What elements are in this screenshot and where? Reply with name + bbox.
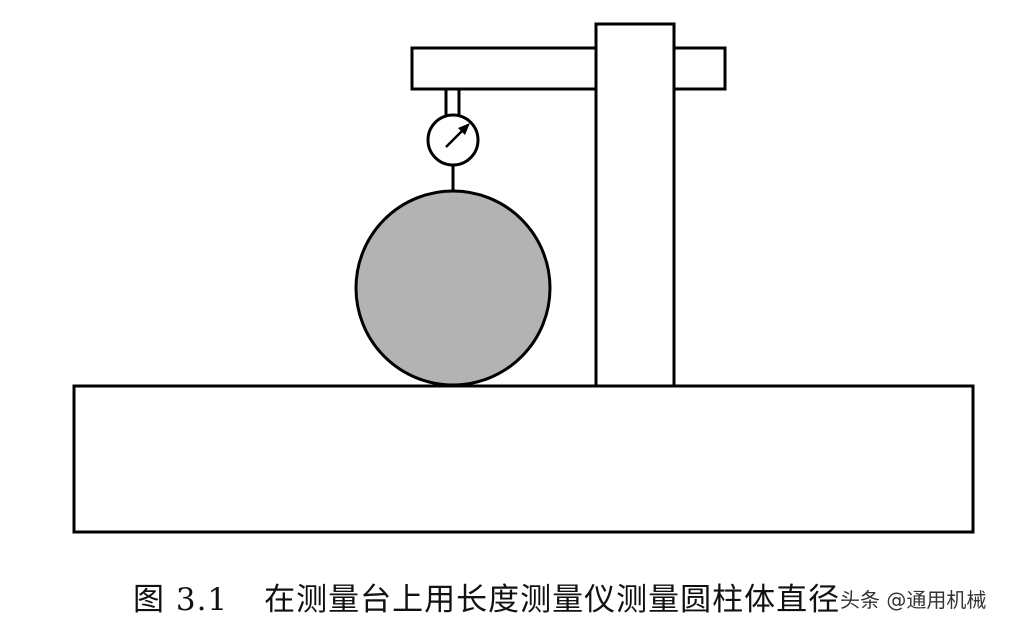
figure-caption-text: 在测量台上用长度测量仪测量圆柱体直径 — [264, 582, 841, 618]
horizontal-arm — [410, 46, 727, 91]
gauge-stem — [444, 89, 461, 116]
vertical-column — [594, 22, 676, 388]
figure-number: 图 3.1 — [133, 582, 229, 618]
cylinder — [354, 189, 552, 387]
measuring-table — [72, 384, 975, 534]
watermark: 头条 @通用机械 — [840, 588, 987, 612]
dial-indicator-icon — [426, 113, 480, 167]
figure-caption: 图 3.1 在测量台上用长度测量仪测量圆柱体直径 — [133, 574, 840, 619]
